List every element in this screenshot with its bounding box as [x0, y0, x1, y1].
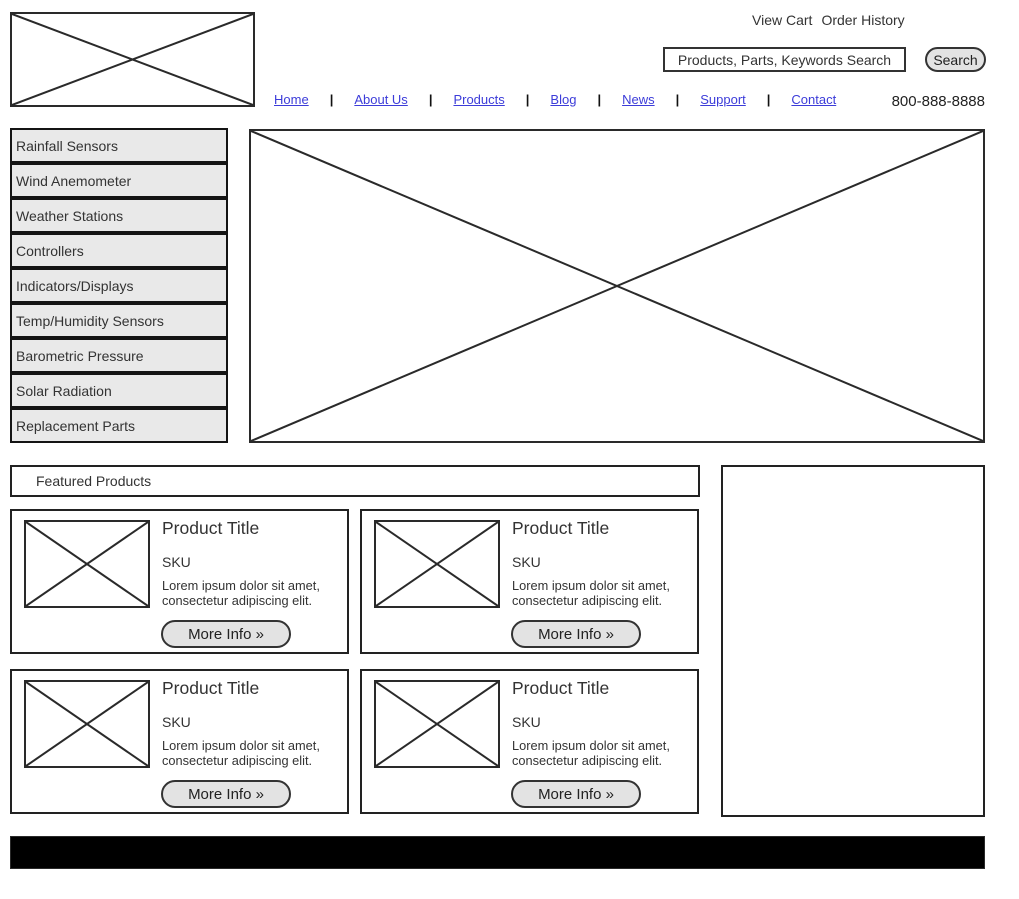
search-button[interactable]: Search — [925, 47, 986, 72]
nav-separator: | — [329, 92, 334, 107]
nav-link-home[interactable]: Home — [274, 92, 309, 107]
right-sidebar-panel — [721, 465, 985, 817]
nav-link-support[interactable]: Support — [700, 92, 746, 107]
category-menu: Rainfall Sensors Wind Anemometer Weather… — [10, 128, 228, 443]
product-title: Product Title — [162, 678, 260, 698]
product-card: Product Title SKU Lorem ipsum dolor sit … — [360, 669, 699, 814]
nav-separator: | — [675, 92, 680, 107]
more-info-button[interactable]: More Info » — [511, 620, 641, 648]
nav-link-products[interactable]: Products — [453, 92, 505, 107]
product-description: Lorem ipsum dolor sit amet, consectetur … — [162, 738, 320, 768]
more-info-button[interactable]: More Info » — [511, 780, 641, 808]
featured-products-title: Featured Products — [36, 473, 152, 489]
more-info-button[interactable]: More Info » — [161, 780, 291, 808]
search-input[interactable] — [663, 47, 906, 72]
nav-link-news[interactable]: News — [622, 92, 655, 107]
sidebar-item-indicators-displays[interactable]: Indicators/Displays — [10, 268, 228, 303]
product-image-placeholder — [374, 680, 500, 768]
sidebar-item-rainfall-sensors[interactable]: Rainfall Sensors — [10, 128, 228, 163]
nav-link-contact[interactable]: Contact — [791, 92, 837, 107]
sidebar-item-temp-humidity-sensors[interactable]: Temp/Humidity Sensors — [10, 303, 228, 338]
product-sku: SKU — [162, 714, 191, 730]
nav-link-about-us[interactable]: About Us — [354, 92, 408, 107]
more-info-button[interactable]: More Info » — [161, 620, 291, 648]
sidebar-item-wind-anemometer[interactable]: Wind Anemometer — [10, 163, 228, 198]
sidebar-item-barometric-pressure[interactable]: Barometric Pressure — [10, 338, 228, 373]
product-description: Lorem ipsum dolor sit amet, consectetur … — [162, 578, 320, 608]
sidebar-item-replacement-parts[interactable]: Replacement Parts — [10, 408, 228, 443]
nav-separator: | — [766, 92, 771, 107]
utility-links: View Cart Order History — [752, 12, 905, 28]
product-description: Lorem ipsum dolor sit amet, consectetur … — [512, 738, 670, 768]
order-history-link[interactable]: Order History — [821, 12, 905, 28]
product-card: Product Title SKU Lorem ipsum dolor sit … — [10, 509, 349, 654]
phone-number: 800-888-8888 — [891, 93, 985, 110]
featured-products-header: Featured Products — [10, 465, 700, 497]
main-nav: Home | About Us | Products | Blog | News… — [274, 92, 836, 107]
nav-separator: | — [428, 92, 433, 107]
nav-separator: | — [597, 92, 602, 107]
product-title: Product Title — [512, 518, 610, 538]
product-sku: SKU — [512, 714, 541, 730]
product-title: Product Title — [512, 678, 610, 698]
product-card: Product Title SKU Lorem ipsum dolor sit … — [10, 669, 349, 814]
product-sku: SKU — [512, 554, 541, 570]
sidebar-item-weather-stations[interactable]: Weather Stations — [10, 198, 228, 233]
product-card: Product Title SKU Lorem ipsum dolor sit … — [360, 509, 699, 654]
product-sku: SKU — [162, 554, 191, 570]
product-title: Product Title — [162, 518, 260, 538]
sidebar-item-controllers[interactable]: Controllers — [10, 233, 228, 268]
hero-image-placeholder — [249, 129, 985, 443]
footer-bar — [10, 836, 985, 869]
logo-image-placeholder — [10, 12, 255, 107]
nav-separator: | — [525, 92, 530, 107]
product-image-placeholder — [24, 520, 150, 608]
nav-link-blog[interactable]: Blog — [550, 92, 577, 107]
product-image-placeholder — [24, 680, 150, 768]
product-image-placeholder — [374, 520, 500, 608]
sidebar-item-solar-radiation[interactable]: Solar Radiation — [10, 373, 228, 408]
view-cart-link[interactable]: View Cart — [752, 12, 813, 28]
product-description: Lorem ipsum dolor sit amet, consectetur … — [512, 578, 670, 608]
